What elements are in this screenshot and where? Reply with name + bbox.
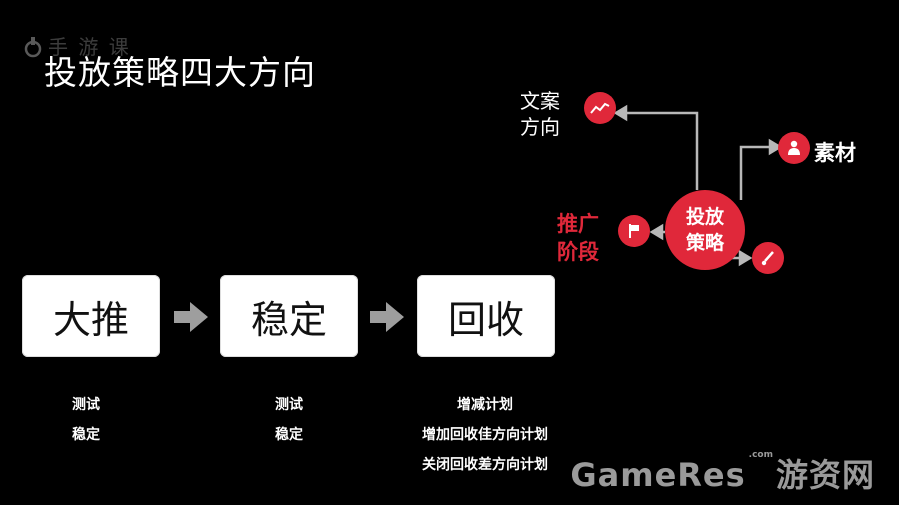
people-icon [778, 132, 810, 164]
note-item: 稳定 [72, 427, 100, 443]
note-item: 增加回收佳方向计划 [422, 427, 548, 443]
stage-box-stable: 稳定 [220, 275, 358, 357]
note-item: 增减计划 [457, 397, 513, 413]
stage-notes-push: 测试 稳定 [56, 390, 116, 450]
watermark-text: 游资网 [775, 456, 875, 494]
label-line: 推广 [557, 212, 599, 236]
hub-label: 投放 [685, 206, 724, 228]
right-arrow-icon [174, 302, 208, 332]
strategy-hub: 投放 策略 [665, 190, 745, 270]
brush-icon [752, 242, 784, 274]
watermark-domain: .com [748, 450, 773, 460]
logo-icon [24, 37, 42, 58]
watermark-text: GameRes [570, 456, 746, 494]
note-item: 关闭回收差方向计划 [422, 457, 548, 473]
stage-notes-recover: 增减计划 增加回收佳方向计划 关闭回收差方向计划 [400, 390, 570, 480]
note-item: 稳定 [275, 427, 303, 443]
material-label: 素材 [814, 141, 856, 165]
page-title: 投放策略四大方向 [44, 53, 316, 92]
stage-box-recover: 回收 [417, 275, 555, 357]
label-line: 文案 [520, 89, 560, 113]
watermark: GameRes.com游资网 [570, 450, 875, 496]
label-line: 方向 [520, 115, 560, 139]
label-line: 阶段 [557, 240, 599, 264]
flag-icon [618, 215, 650, 247]
promotion-stage-label: 推广 阶段 [557, 210, 599, 266]
copy-direction-label: 文案 方向 [520, 88, 560, 140]
note-item: 测试 [72, 397, 100, 413]
logo-text: 手 游 课 [48, 35, 131, 59]
right-arrow-icon [370, 302, 404, 332]
stage-notes-stable: 测试 稳定 [259, 390, 319, 450]
hub-label: 策略 [685, 232, 724, 254]
stage-box-push: 大推 [22, 275, 160, 357]
note-item: 测试 [275, 397, 303, 413]
trend-chart-icon [584, 92, 616, 124]
